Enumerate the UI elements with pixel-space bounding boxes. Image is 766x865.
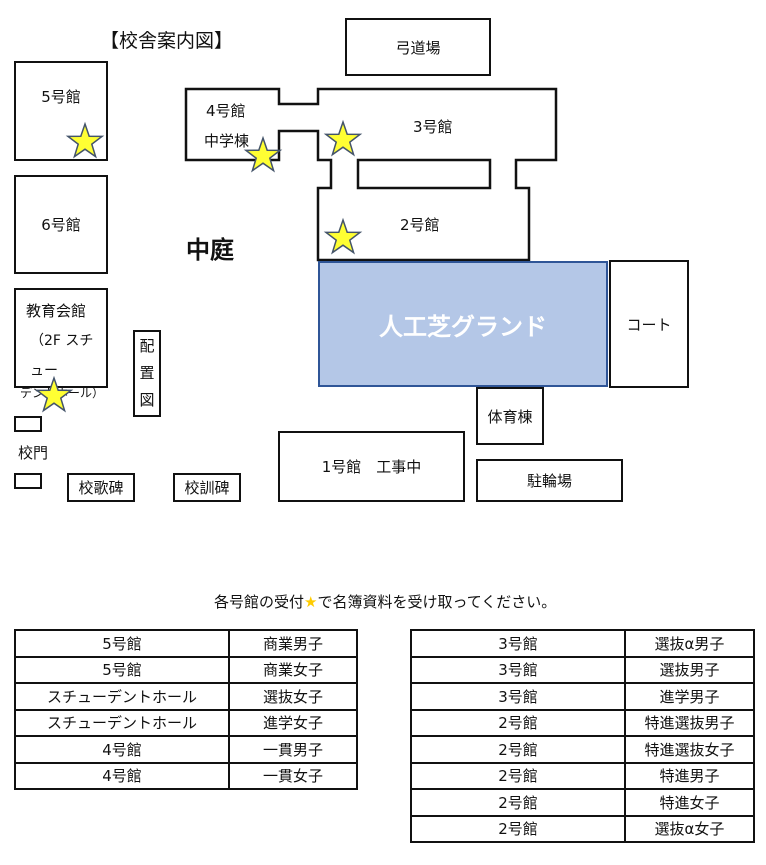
group-cell: 特進選抜男子: [624, 708, 755, 737]
table-row: 4号館一貫男子: [14, 735, 358, 764]
notice-after: で名簿資料を受け取ってください。: [317, 593, 557, 611]
table-row: 2号館特進選抜男子: [410, 708, 755, 737]
layout-map-sign: 配 置 図: [133, 330, 161, 417]
building-cell: スチューデントホール: [14, 708, 230, 737]
building-cell: 3号館: [410, 655, 626, 684]
notice-text: 各号館の受付★で名簿資料を受け取ってください。: [214, 591, 556, 612]
notice-before: 各号館の受付: [214, 593, 305, 611]
school-motto-monument: 校訓碑: [173, 473, 241, 502]
star-icon: [325, 121, 361, 156]
building-cell: 3号館: [410, 629, 626, 658]
building-cell: 2号館: [410, 735, 626, 764]
group-cell: 特進男子: [624, 761, 755, 790]
group-cell: 特進女子: [624, 788, 755, 817]
building-2-label: 2号館: [400, 216, 440, 234]
table-row: 5号館商業女子: [14, 655, 358, 684]
courtyard-label: 中庭: [186, 236, 234, 264]
building-4-sublabel: 中学棟: [204, 132, 250, 150]
building-6: 6号館: [14, 175, 108, 274]
group-cell: 進学男子: [624, 682, 755, 711]
building-5: 5号館: [14, 61, 108, 161]
group-cell: 選抜α男子: [624, 629, 755, 658]
building-cell: 4号館: [14, 735, 230, 764]
group-cell: 選抜α女子: [624, 814, 755, 843]
building-cell: スチューデントホール: [14, 682, 230, 711]
table-row: 2号館特進選抜女子: [410, 735, 755, 764]
artificial-turf-ground: 人工芝グランド: [318, 261, 608, 387]
layout-map-char: 配: [139, 337, 155, 355]
star-icon: [245, 137, 281, 172]
group-cell: 商業男子: [228, 629, 358, 658]
education-hall-sub1: （2F スチュー: [30, 333, 94, 379]
table-row: 2号館選抜α女子: [410, 814, 755, 843]
building-cell: 2号館: [410, 814, 626, 843]
courtyard-inner-block: [356, 158, 492, 190]
building-cell: 2号館: [410, 788, 626, 817]
table-row: スチューデントホール選抜女子: [14, 682, 358, 711]
building-cell: 5号館: [14, 655, 230, 684]
court: コート: [609, 260, 689, 388]
star-icon: [325, 219, 361, 254]
table-row: 2号館特進女子: [410, 788, 755, 817]
star-icon: ★: [304, 593, 318, 611]
building-cell: 2号館: [410, 708, 626, 737]
education-hall-label: 教育会館: [26, 302, 87, 320]
group-cell: 商業女子: [228, 655, 358, 684]
bicycle-parking: 駐輪場: [476, 459, 623, 502]
building-3-label: 3号館: [413, 118, 453, 136]
building-cell: 3号館: [410, 682, 626, 711]
school-gate-label: 校門: [18, 444, 49, 462]
school-song-monument: 校歌碑: [67, 473, 135, 502]
building-cell: 2号館: [410, 761, 626, 790]
table-row: 3号館選抜男子: [410, 655, 755, 684]
group-cell: 特進選抜女子: [624, 735, 755, 764]
group-cell: 進学女子: [228, 708, 358, 737]
building-4-label: 4号館: [206, 102, 246, 120]
map-title: 【校舎案内図】: [100, 30, 234, 52]
table-row: 2号館特進男子: [410, 761, 755, 790]
group-cell: 選抜男子: [624, 655, 755, 684]
layout-map-char: 図: [139, 391, 155, 409]
table-row: 3号館選抜α男子: [410, 629, 755, 658]
education-hall: 教育会館 （2F スチュー デントホール）: [14, 288, 108, 400]
building-cell: 5号館: [14, 629, 230, 658]
map-shapes: [184, 87, 558, 262]
star-icon: [67, 123, 103, 158]
reception-stars: [36, 121, 361, 412]
table-row: 3号館進学男子: [410, 682, 755, 711]
star-icon: [36, 377, 72, 412]
group-cell: 一貫女子: [228, 761, 358, 790]
building-cell: 4号館: [14, 761, 230, 790]
table-row: スチューデントホール進学女子: [14, 708, 358, 737]
layout-map-char: 置: [139, 364, 155, 382]
table-row: 5号館商業男子: [14, 629, 358, 658]
gymnasium: 体育棟: [476, 387, 544, 445]
group-cell: 一貫男子: [228, 735, 358, 764]
table-row: 4号館一貫女子: [14, 761, 358, 790]
gate-post-top: [14, 416, 42, 432]
gate-post-bottom: [14, 473, 42, 489]
group-cell: 選抜女子: [228, 682, 358, 711]
building-1-under-construction: 1号館 工事中: [278, 431, 465, 502]
kyudojo: 弓道場: [345, 18, 491, 76]
